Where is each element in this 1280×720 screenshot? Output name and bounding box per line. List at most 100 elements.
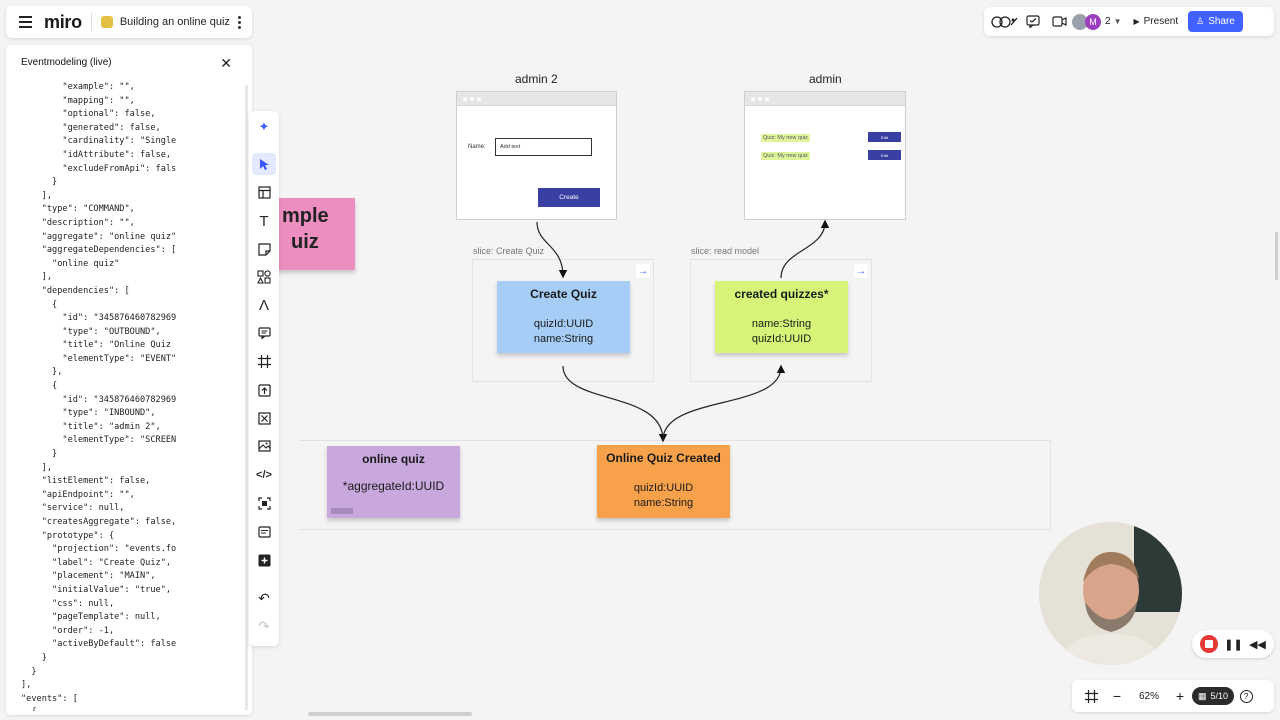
pause-icon[interactable]: ❚❚ (1224, 638, 1243, 651)
fit-frame-icon[interactable] (1078, 684, 1104, 708)
screen-recorder-controls: ❚❚ ◀◀ (1192, 630, 1274, 658)
hamburger-icon[interactable] (12, 9, 38, 35)
share-icon: ♙ (1196, 16, 1205, 26)
shapes-icon[interactable] (252, 266, 276, 288)
code-line: "aggregateDependencies": [ (21, 245, 177, 256)
comment-icon[interactable] (252, 322, 276, 344)
code-line: } (21, 652, 47, 663)
help-icon[interactable]: ? (1234, 684, 1258, 708)
slice-open-arrow-icon[interactable]: → (636, 264, 650, 278)
quiz-row-button[interactable]: Edit (868, 132, 901, 142)
chevron-down-icon[interactable]: ▼ (1113, 17, 1122, 26)
templates-icon[interactable] (252, 181, 276, 203)
panel-title: Eventmodeling (live) (21, 57, 112, 68)
readmodel-title: created quizzes* (734, 287, 829, 301)
quiz-row-button[interactable]: Edit (868, 150, 901, 160)
card-icon[interactable] (252, 521, 276, 543)
rewind-icon[interactable]: ◀◀ (1248, 638, 1266, 651)
code-line: "createsAggregate": false, (21, 517, 177, 527)
zoom-out-icon[interactable]: − (1112, 688, 1122, 704)
code-line: "dependencies": [ (21, 285, 130, 296)
scan-icon[interactable] (252, 492, 276, 514)
code-line: { (21, 706, 236, 711)
code-line: "generated": false, (21, 122, 161, 133)
miro-logo[interactable]: miro (44, 11, 82, 32)
pen-icon[interactable]: Λ (258, 296, 270, 314)
embed-code-icon[interactable]: </> (256, 469, 272, 481)
code-line: "elementType": "EVENT" (21, 353, 177, 364)
present-button[interactable]: ▶ Present (1133, 16, 1178, 27)
code-line: "activeByDefault": false (21, 639, 177, 650)
command-sticky[interactable]: Create Quiz quizId:UUID name:String (497, 281, 630, 353)
aggregate-sticky[interactable]: online quiz *aggregateId:UUID (327, 446, 460, 518)
code-line: } (21, 177, 58, 188)
code-line: "service": null, (21, 503, 125, 514)
zoom-level[interactable]: 62% (1138, 690, 1159, 702)
reactions-icon[interactable] (990, 11, 1020, 33)
command-title: Create Quiz (530, 287, 597, 301)
text-icon[interactable]: T (259, 212, 269, 230)
event-sticky[interactable]: Online Quiz Created quizId:UUID name:Str… (597, 445, 730, 518)
code-line: ], (21, 680, 32, 691)
code-line: ], (21, 272, 53, 283)
code-line: "title": "Online Quiz (21, 340, 172, 351)
aggregate-tag (331, 508, 353, 514)
code-line: "type": "COMMAND", (21, 204, 135, 215)
frame-icon[interactable] (252, 350, 276, 372)
sticky-note-icon[interactable] (252, 238, 276, 260)
board-title[interactable]: Building an online quiz (119, 16, 230, 28)
eventmodeling-app-icon[interactable] (252, 407, 276, 429)
select-cursor-icon[interactable] (252, 153, 276, 175)
code-line: "apiEndpoint": "", (21, 489, 135, 500)
avatar[interactable]: M (1085, 13, 1101, 30)
panel-scrollbar[interactable] (245, 85, 248, 710)
slice-label-create: slice: Create Quiz (473, 246, 545, 256)
play-icon: ▶ (1133, 17, 1140, 26)
stop-recording-icon[interactable] (1200, 635, 1219, 653)
close-icon[interactable]: ✕ (220, 55, 232, 71)
share-button[interactable]: ♙ Share (1188, 11, 1243, 32)
code-line: { (21, 299, 58, 310)
partial-sticky-line2: uiz (291, 231, 319, 253)
zoom-in-icon[interactable]: + (1175, 688, 1185, 704)
webcam-overlay (1039, 522, 1182, 665)
json-code-view[interactable]: "example": "", "mapping": "", "optional"… (21, 81, 236, 711)
vertical-scrollbar[interactable] (1275, 232, 1278, 280)
screen-admin2[interactable]: Name: Add text Create (456, 91, 617, 220)
code-line: "projection": "events.fo (21, 544, 177, 555)
video-icon[interactable] (1046, 11, 1072, 33)
readmodel-sticky[interactable]: created quizzes* name:String quizId:UUID (715, 281, 848, 353)
kebab-icon[interactable] (234, 15, 244, 29)
frame-label-admin: admin (809, 72, 842, 86)
image-icon[interactable] (252, 435, 276, 457)
code-line: "title": "admin 2", (21, 421, 161, 432)
readmodel-field: quizId:UUID (751, 333, 812, 345)
code-line: "type": "INBOUND", (21, 408, 156, 419)
create-button[interactable]: Create (538, 188, 600, 207)
name-input[interactable]: Add text (495, 138, 592, 156)
page-counter[interactable]: ▦ 5/10 (1192, 687, 1235, 705)
redo-icon[interactable]: ↷ (258, 617, 270, 634)
partial-sticky-line1: mple (282, 205, 329, 227)
top-right-bar: M 2 ▼ ▶ Present ♙ Share (984, 7, 1274, 36)
collaborator-count[interactable]: 2 (1105, 16, 1111, 27)
top-left-bar: miro Building an online quiz (6, 6, 252, 38)
readmodel-field: name:String (751, 318, 812, 330)
ai-sparkle-icon[interactable]: ✦ (258, 119, 270, 134)
slice-label-read: slice: read model (691, 246, 760, 256)
code-line: { (21, 381, 58, 392)
frame-label-admin2: admin 2 (515, 72, 558, 86)
undo-icon[interactable]: ↶ (258, 589, 270, 606)
slice-open-arrow-icon[interactable]: → (854, 264, 868, 278)
add-more-icon[interactable] (252, 549, 276, 571)
code-line: "placement": "MAIN", (21, 571, 156, 582)
upload-icon[interactable] (252, 379, 276, 401)
share-label: Share (1208, 16, 1235, 27)
avatar[interactable] (1072, 13, 1088, 30)
code-line: ], (21, 190, 53, 201)
code-line: "aggregate": "online quiz" (21, 231, 177, 242)
code-line: "example": "", (21, 82, 135, 92)
screen-admin[interactable]: Quiz: My new quiz Edit Quiz: My new quiz… (744, 91, 906, 220)
comments-icon[interactable] (1020, 11, 1046, 33)
horizontal-scrollbar[interactable] (308, 712, 472, 716)
